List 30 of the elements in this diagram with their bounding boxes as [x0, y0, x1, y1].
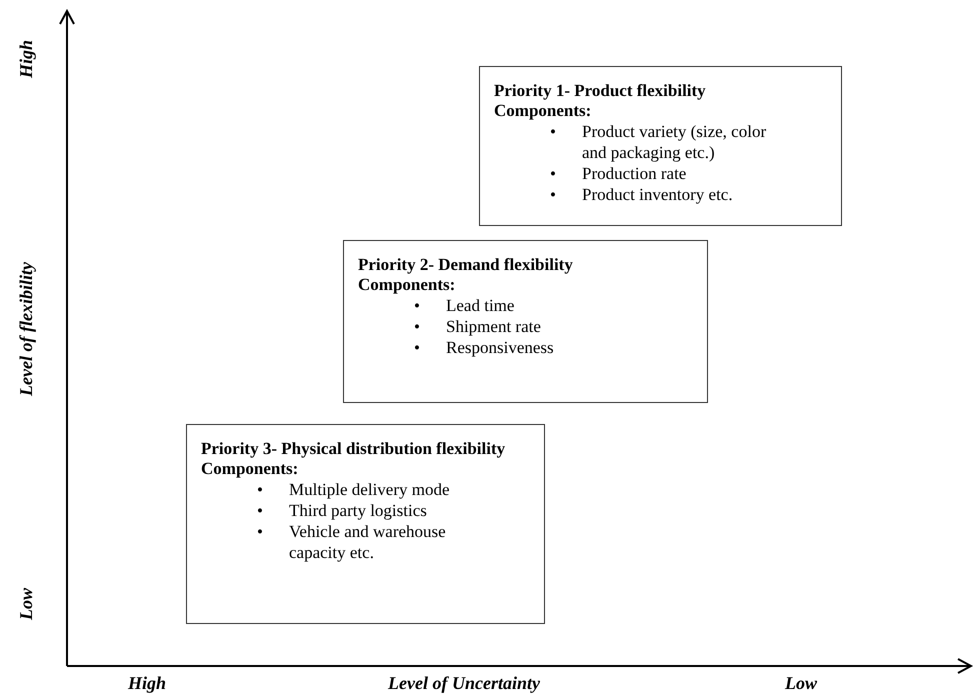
- box-heading: Priority 2- Demand flexibility Components:: [358, 255, 574, 295]
- list-item-text: Multiple delivery mode: [289, 479, 450, 500]
- list-item-text: Product variety (size, color and packaging etc.): [582, 121, 768, 163]
- list-item-text: Lead time: [446, 295, 514, 316]
- priority-box: [343, 240, 708, 403]
- axis-title: Level of Uncertainty: [388, 675, 540, 691]
- axis-tick-label: High: [18, 40, 34, 78]
- bullet-mark: •: [550, 121, 557, 143]
- axis-title: Level of flexibility: [18, 262, 34, 396]
- list-item-text: Responsiveness: [446, 337, 554, 358]
- list-item-text: Vehicle and warehouse capacity etc.: [289, 521, 447, 563]
- box-heading: Priority 3- Physical distribution flexibility Components:: [201, 439, 506, 479]
- priority-box: [186, 424, 545, 624]
- bullet-mark: •: [257, 500, 264, 521]
- priority-box: [479, 66, 842, 226]
- bullet-mark: •: [550, 163, 557, 184]
- list-item-text: Production rate: [582, 163, 686, 184]
- bullet-mark: •: [414, 295, 421, 316]
- list-item-text: Product inventory etc.: [582, 184, 733, 205]
- box-heading: Priority 1- Product flexibility Components:: [494, 81, 707, 121]
- bullet-mark: •: [550, 184, 557, 205]
- bullet-mark: •: [257, 521, 264, 543]
- axis-tick-label: Low: [18, 588, 34, 620]
- list-item-text: Third party logistics: [289, 500, 427, 521]
- bullet-mark: •: [414, 316, 421, 337]
- axis-tick-label: High: [128, 675, 166, 691]
- list-item-text: Shipment rate: [446, 316, 541, 337]
- bullet-mark: •: [414, 337, 421, 358]
- axis-tick-label: Low: [785, 675, 818, 691]
- bullet-mark: •: [257, 479, 264, 500]
